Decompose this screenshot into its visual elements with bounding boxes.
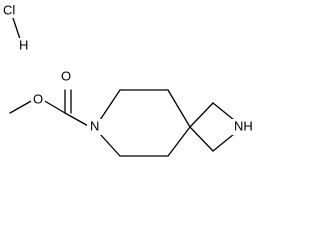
chemical-structure-diagram: Cl H O O N NH (2, 2, 257, 157)
cl-label-bg (2, 3, 19, 18)
hcl-bond (12, 17, 21, 40)
azetidine-bond-top-n (212, 102, 235, 121)
azetidine-bond-spiro-top (189, 102, 214, 128)
atom-label-cl: Cl (3, 2, 15, 17)
atom-label-n-piperidine: N (90, 118, 99, 133)
o-carbonyl-carbon-bond (42, 99, 66, 114)
carbamate-n-bond (64, 112, 91, 128)
ring-bond-spiro-lower (167, 126, 191, 157)
atom-label-nh: NH (234, 118, 253, 133)
n-piperidine-label-bg (87, 119, 102, 135)
azetidine-bond-bottom-n (212, 133, 235, 152)
h-label-bg (18, 38, 29, 54)
o-ester-label-bg (31, 92, 45, 108)
ring-bond-n-upper (99, 89, 121, 121)
atom-label-o-ester: O (33, 91, 43, 106)
methyl-o-bond (9, 99, 34, 114)
atom-label-h: H (19, 37, 28, 52)
ring-bond-lower-n (99, 133, 121, 157)
azetidine-bond-spiro-bottom (189, 126, 214, 152)
molecule-drawing: Cl H O O N NH (2, 2, 257, 157)
nh-label-bg (231, 119, 257, 135)
atom-label-o-carbonyl: O (61, 68, 71, 83)
o-carbonyl-label-bg (60, 69, 74, 85)
ring-bond-upper-spiro (167, 89, 191, 128)
